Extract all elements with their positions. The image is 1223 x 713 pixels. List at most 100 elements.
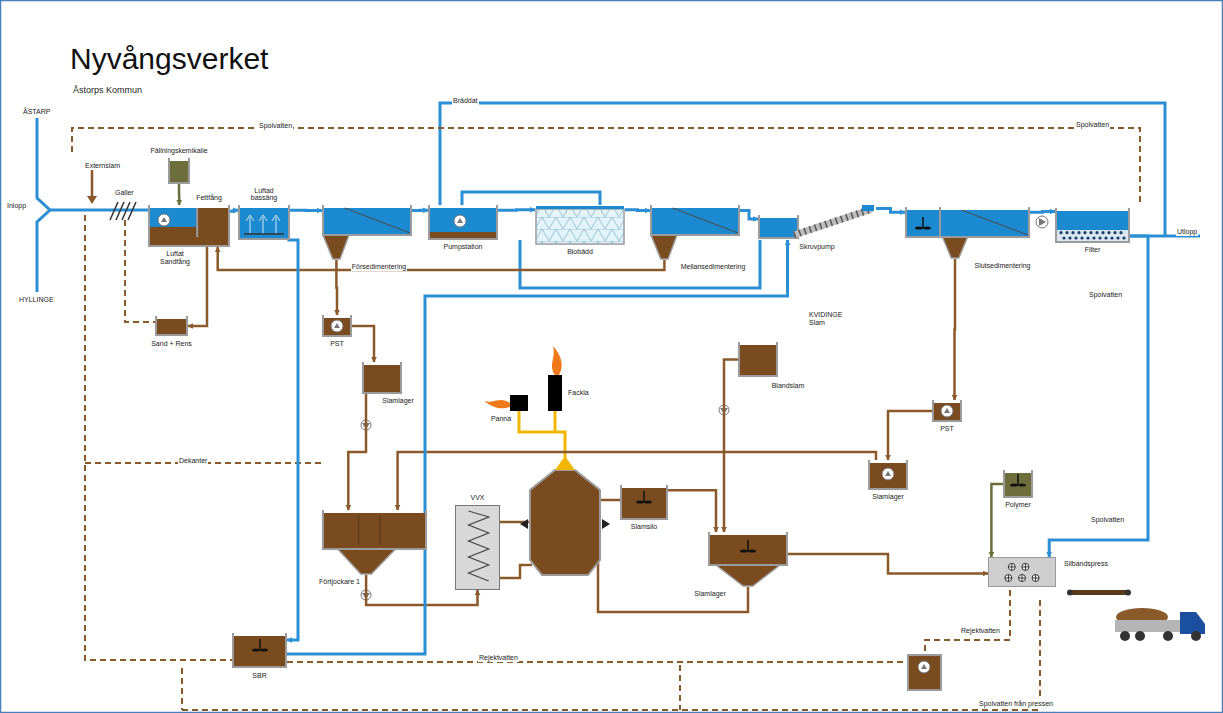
reject-pump: [908, 655, 941, 690]
tank-shape: [1086, 236, 1089, 239]
sludge-pipes: [500, 565, 532, 578]
tank-shape: [536, 206, 624, 209]
conveyor-belt: [1067, 590, 1073, 596]
tank-shape: [233, 633, 286, 667]
tank-shape: [536, 209, 624, 244]
chemical-pipe: [991, 484, 1003, 557]
tank-shape: [1107, 231, 1110, 234]
water-pipe: [1030, 210, 1055, 214]
tank-shape: [331, 320, 343, 332]
tank-shape: [738, 342, 778, 377]
tank-label: PST: [939, 425, 955, 433]
tank-shape: [923, 226, 931, 229]
tank-shape: [359, 515, 380, 545]
tank-shape: [1101, 231, 1104, 234]
tank-shape: [709, 535, 787, 565]
pipe-label: KVIDINGE Slam: [808, 311, 855, 326]
tank-shape: [457, 218, 463, 223]
tank-shape: [429, 208, 497, 239]
process-tank: Slamlager: [362, 362, 402, 394]
reject-pump: [908, 655, 941, 690]
subtitle: Åstorps Kommun: [72, 86, 143, 96]
tank-shape: [922, 217, 924, 228]
pipe-label: Rejektvatten: [478, 654, 519, 662]
truck: [1115, 620, 1180, 632]
sludge-pipes: [92, 170, 748, 612]
tank-shape: [428, 205, 498, 240]
tank-label: Silbandspress: [1063, 560, 1109, 568]
process-tank: Fackla: [548, 375, 562, 411]
water-pipe: [230, 210, 238, 211]
tank-shape: [1008, 563, 1015, 570]
water-pipes: [520, 240, 760, 288]
tank-shape: [1005, 575, 1012, 582]
tank-shape: [739, 342, 777, 376]
process-tank: Försedimentering: [322, 205, 412, 260]
tank-shape: [868, 460, 908, 490]
tank-label: Försedimentering: [351, 263, 407, 271]
tank-shape: [794, 209, 872, 235]
digester: [555, 456, 575, 470]
process-tank: Fällningskemikalie: [168, 158, 190, 184]
tank-shape: [933, 403, 961, 421]
tank-shape: [1010, 483, 1018, 486]
tank-shape: [1095, 231, 1098, 234]
sludge-pipe: [218, 247, 665, 270]
tank-label: Biobädd: [566, 248, 594, 256]
sludge-pipe: [888, 411, 932, 460]
process-tank: Slamlager: [708, 532, 788, 587]
pipe-label: Rejektvatten: [960, 627, 1001, 635]
digester: [530, 470, 600, 575]
tank-shape: [345, 208, 411, 233]
water-pipe: [412, 209, 428, 212]
tank-shape: [716, 565, 780, 586]
conveyor-belt: [1068, 590, 1130, 595]
tank-shape: [739, 345, 777, 376]
tank-shape: [941, 405, 953, 417]
tank-shape: [196, 208, 198, 237]
tank-shape: [869, 463, 907, 489]
tank-shape: [1116, 236, 1119, 239]
process-tank: Skruvpump: [758, 205, 876, 240]
tank-shape: [1017, 474, 1019, 485]
tank-shape: [149, 205, 229, 246]
tank-shape: [1065, 231, 1068, 234]
tank-shape: [651, 208, 739, 235]
tank-shape: [510, 395, 528, 411]
tank-shape: [158, 214, 170, 226]
tank-shape: [1092, 236, 1095, 239]
tank-shape: [636, 500, 644, 503]
tank-label: Blandslam: [771, 382, 806, 390]
tank-shape: [1005, 575, 1012, 582]
pipe-label: Dekanter: [178, 457, 208, 465]
tank-shape: [1019, 575, 1026, 582]
tank-label: PST: [329, 340, 345, 348]
tank-label: Sand + Rens: [150, 340, 193, 348]
process-tank: Polymer: [1003, 470, 1033, 498]
tank-shape: [1068, 236, 1071, 239]
tank-shape: [650, 205, 740, 260]
tank-shape: [1077, 231, 1080, 234]
process-tank: FettfångLuftat Sandfång: [148, 205, 230, 247]
sludge-pipe: [335, 260, 338, 315]
chemical-pipe: [178, 184, 181, 205]
tank-shape: [621, 485, 667, 519]
digester: [602, 519, 610, 529]
valves: [361, 216, 1048, 600]
tank-shape: [252, 648, 260, 651]
tank-shape: [455, 505, 500, 590]
process-tank: SBR: [232, 633, 287, 668]
tank-label: Slamlager: [871, 493, 905, 501]
dashed-returns: [181, 668, 183, 710]
pipe-label: Spolvatten: [1090, 516, 1125, 524]
process-tank: Slamsilo: [620, 485, 668, 520]
tank-shape: [535, 205, 625, 245]
tank-shape: [885, 471, 891, 476]
water-pipe: [740, 211, 758, 220]
tank-shape: [334, 323, 340, 328]
tank-shape: [548, 375, 562, 411]
tank-shape: [323, 510, 426, 549]
pipe-label: Utlopp: [1176, 228, 1198, 236]
